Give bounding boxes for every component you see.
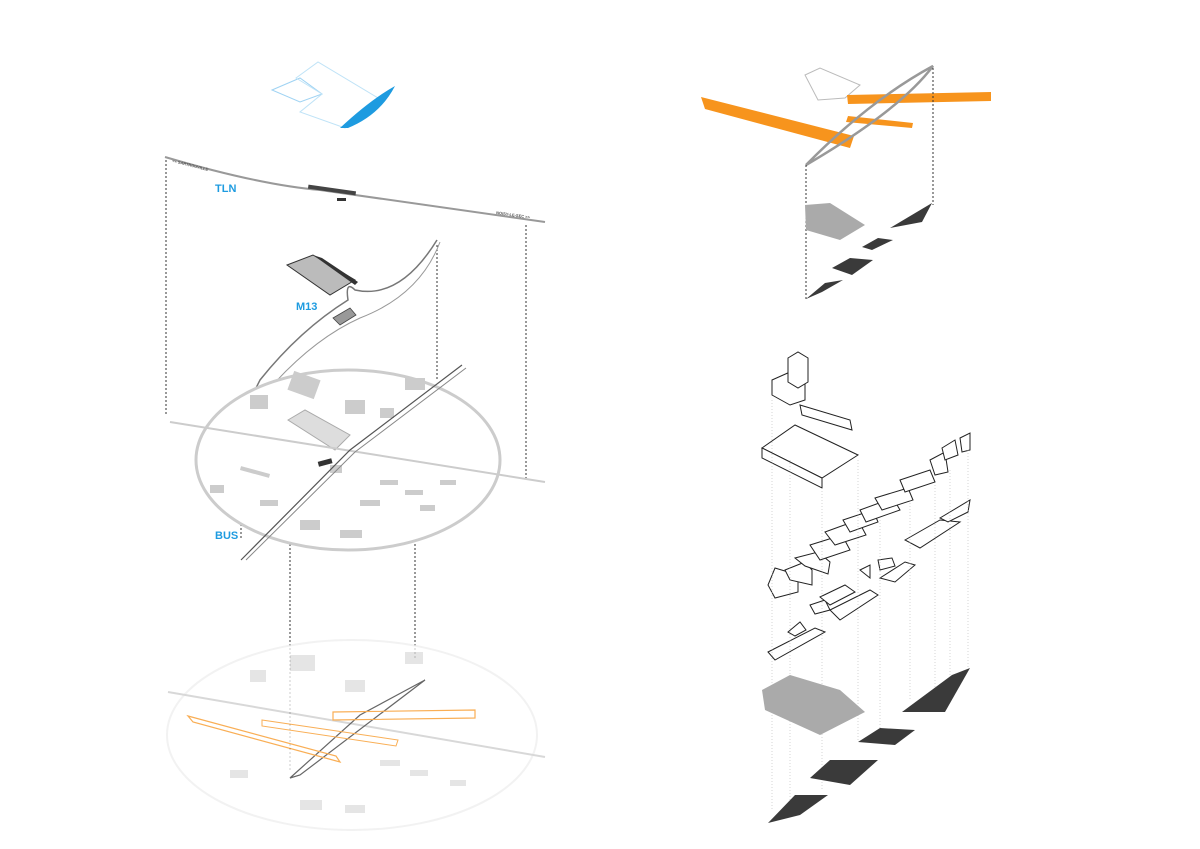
orange-bar-east xyxy=(847,92,991,104)
building-massing-layer xyxy=(761,351,971,661)
rail-label-west: << SARTROUVILLE xyxy=(172,158,209,172)
bottom-base-map xyxy=(166,639,546,831)
tln-rail-layer: << SARTROUVILLE NOISY-LE-SEC >> TLN xyxy=(164,156,546,223)
label-bus: BUS xyxy=(215,530,238,542)
site-plot-layer xyxy=(270,61,395,129)
orange-outline-west xyxy=(186,714,342,763)
context-map-ellipse: BUS xyxy=(169,364,546,561)
label-m13: M13 xyxy=(296,301,317,313)
orange-bar-west xyxy=(701,97,854,148)
label-tln: TLN xyxy=(215,183,236,195)
m13-layer: M13 xyxy=(239,239,441,421)
orange-outline-mid xyxy=(261,719,399,747)
blue-site-shape xyxy=(340,86,395,128)
right-top-layer xyxy=(701,64,991,167)
right-dark-shapes-bottom xyxy=(762,668,970,823)
orange-bar-mid xyxy=(846,116,913,128)
rail-label-east: NOISY-LE-SEC >> xyxy=(496,210,531,220)
right-thin-projection-lines xyxy=(771,400,969,810)
right-dark-shapes-top xyxy=(805,203,932,299)
orange-outline-east xyxy=(332,709,476,721)
